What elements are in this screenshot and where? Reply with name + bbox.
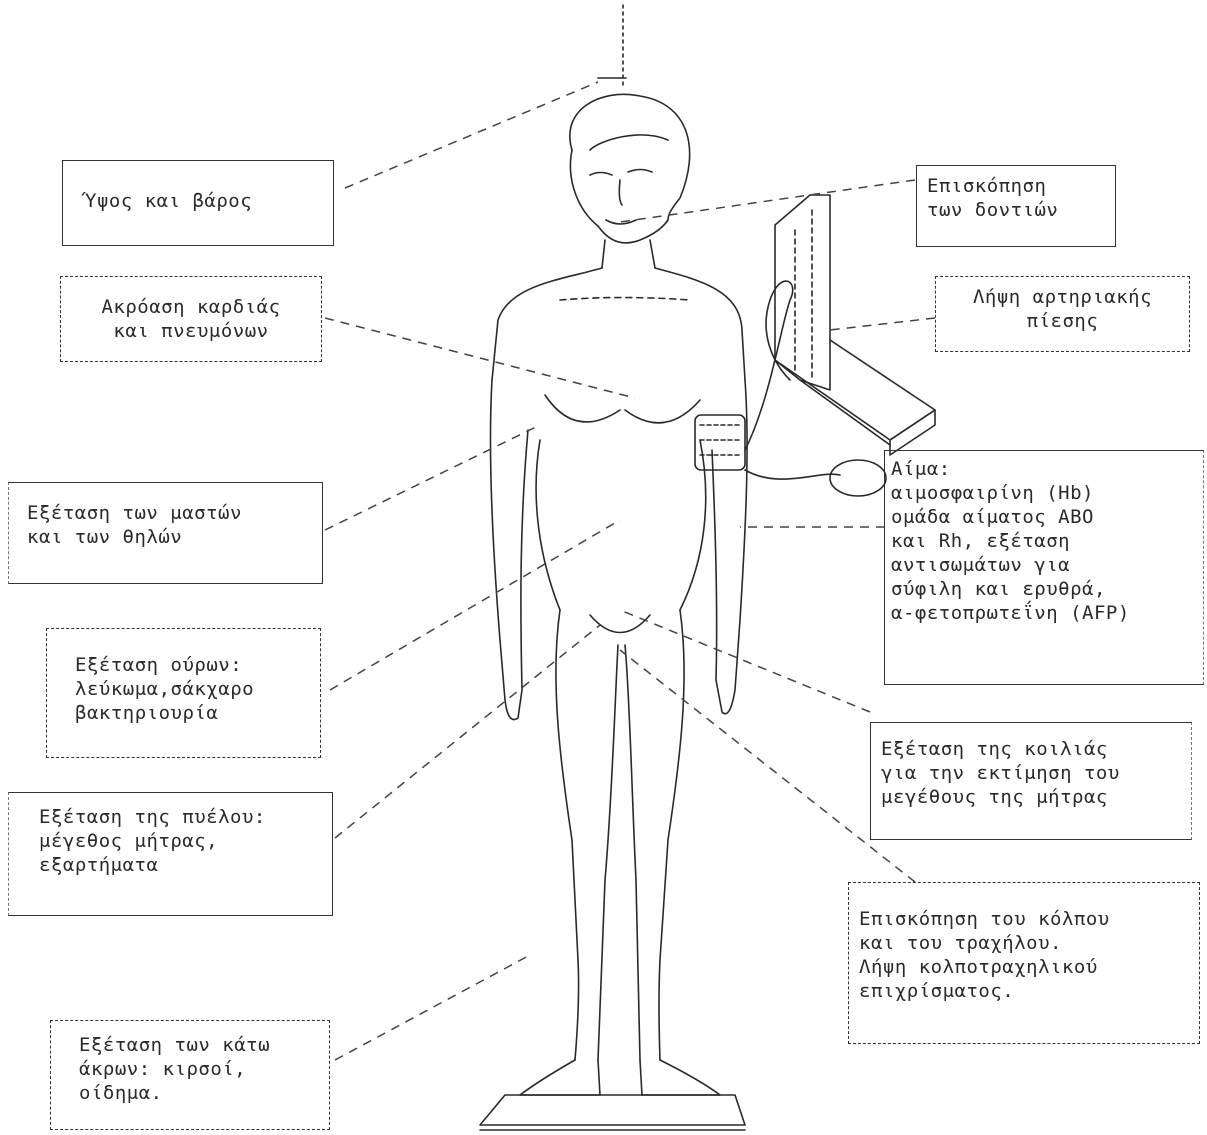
label-blood: Αίμα: αιμοσφαιρίνη (Hb) ομάδα αίματος AB… (884, 450, 1204, 685)
label-urine: Εξέταση ούρων: λεύκωμα,σάκχαρο βακτηριου… (46, 628, 321, 758)
label-vagina: Επισκόπηση του κόλπου και του τραχήλου. … (848, 882, 1200, 1044)
label-vagina-line-3: Λήψη κολποτραχηλικού (859, 955, 1189, 979)
leader-heart (325, 318, 635, 398)
leader-abdomen (620, 610, 870, 712)
label-blood-line-7: α-φετοπρωτεΐνη (AFP) (891, 601, 1197, 625)
label-heart-line-1: Ακρόαση καρδιάς (71, 295, 311, 319)
leader-legs (335, 955, 530, 1060)
label-breasts: Εξέταση των μαστών και των θηλών (8, 482, 323, 584)
leader-height (345, 82, 598, 188)
label-pelvis: Εξέταση της πυέλου: μέγεθος μήτρας, εξαρ… (8, 792, 333, 916)
label-pelvis-line-3: εξαρτήματα (39, 853, 322, 877)
label-blood-pressure: Λήψη αρτηριακής πίεσης (935, 276, 1190, 352)
label-legs-line-1: Εξέταση των κάτω (79, 1033, 319, 1057)
label-teeth-line-1: Επισκόπηση (927, 174, 1105, 198)
label-vagina-line-4: επιχρίσματος. (859, 979, 1189, 1003)
label-heart-lungs: Ακρόαση καρδιάς και πνευμόνων (60, 276, 322, 362)
label-urine-line-1: Εξέταση ούρων: (75, 653, 310, 677)
label-blood-line-6: σύφιλη και ερυθρά, (891, 577, 1197, 601)
leader-bp (830, 318, 935, 330)
label-height-weight: Ύψος και βάρος (62, 160, 334, 246)
label-teeth: Επισκόπηση των δοντιών (916, 165, 1116, 247)
label-vagina-line-1: Επισκόπηση του κόλπου (859, 907, 1189, 931)
label-abdomen-line-1: Εξέταση της κοιλιάς (881, 737, 1181, 761)
label-blood-line-1: Αίμα: (891, 457, 1197, 481)
label-teeth-line-2: των δοντιών (927, 198, 1105, 222)
label-pelvis-line-2: μέγεθος μήτρας, (39, 829, 322, 853)
label-breasts-line-1: Εξέταση των μαστών (27, 501, 312, 525)
woman-figure (490, 94, 747, 1095)
label-height-weight-line: Ύψος και βάρος (85, 189, 323, 213)
label-pelvis-line-1: Εξέταση της πυέλου: (39, 805, 322, 829)
label-vagina-line-2: και του τραχήλου. (859, 931, 1189, 955)
label-heart-line-2: και πνευμόνων (71, 319, 311, 343)
label-urine-line-3: βακτηριουρία (75, 701, 310, 725)
label-legs-line-3: οίδημα. (79, 1081, 319, 1105)
label-breasts-line-2: και των θηλών (27, 525, 312, 549)
label-blood-line-5: αντισωμάτων για (891, 553, 1197, 577)
leader-urine (330, 520, 620, 690)
label-blood-line-3: ομάδα αίματος ABO (891, 505, 1197, 529)
label-bp-line-1: Λήψη αρτηριακής (946, 285, 1179, 309)
label-legs: Εξέταση των κάτω άκρων: κιρσοί, οίδημα. (50, 1020, 330, 1130)
leader-breasts (325, 425, 540, 530)
label-abdomen-line-3: μεγέθους της μήτρας (881, 785, 1181, 809)
label-bp-line-2: πίεσης (946, 309, 1179, 333)
weighing-scale (480, 1095, 745, 1130)
label-urine-line-2: λεύκωμα,σάκχαρο (75, 677, 310, 701)
leader-teeth (620, 180, 915, 222)
label-legs-line-2: άκρων: κιρσοί, (79, 1057, 319, 1081)
label-abdomen-line-2: για την εκτίμηση του (881, 761, 1181, 785)
label-abdomen: Εξέταση της κοιλιάς για την εκτίμηση του… (870, 722, 1192, 840)
leader-pelvis (335, 625, 600, 838)
label-blood-line-4: και Rh, εξέταση (891, 529, 1197, 553)
label-blood-line-2: αιμοσφαιρίνη (Hb) (891, 481, 1197, 505)
